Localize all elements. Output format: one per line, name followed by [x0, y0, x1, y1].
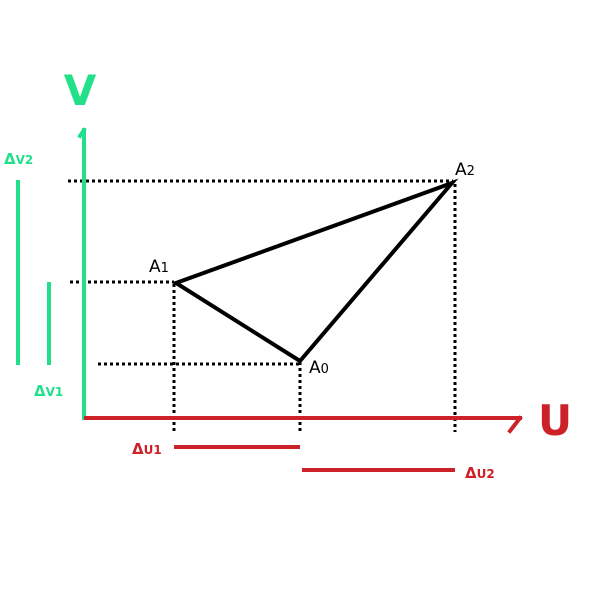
delta-u1-label: ΔU1: [132, 440, 162, 458]
vertex-label-a1: A1: [149, 257, 169, 277]
triangle: [171, 178, 459, 364]
delta-bars: [16, 180, 455, 472]
v-axis-label: V: [64, 66, 97, 115]
u-axis-arrow-tip: [507, 415, 523, 434]
delta-v1-label: ΔV1: [34, 382, 63, 400]
v-axis: [77, 127, 87, 420]
v-axis-arrow-tip: [77, 127, 87, 139]
vertex-label-a0: A0: [309, 358, 329, 378]
guide-lines: [68, 179, 457, 432]
u-axis-label: U: [538, 396, 572, 445]
vertex-label-a2: A2: [455, 160, 475, 180]
u-axis: [84, 415, 523, 434]
delta-v2-label: ΔV2: [4, 150, 33, 168]
delta-u2-label: ΔU2: [465, 464, 495, 482]
